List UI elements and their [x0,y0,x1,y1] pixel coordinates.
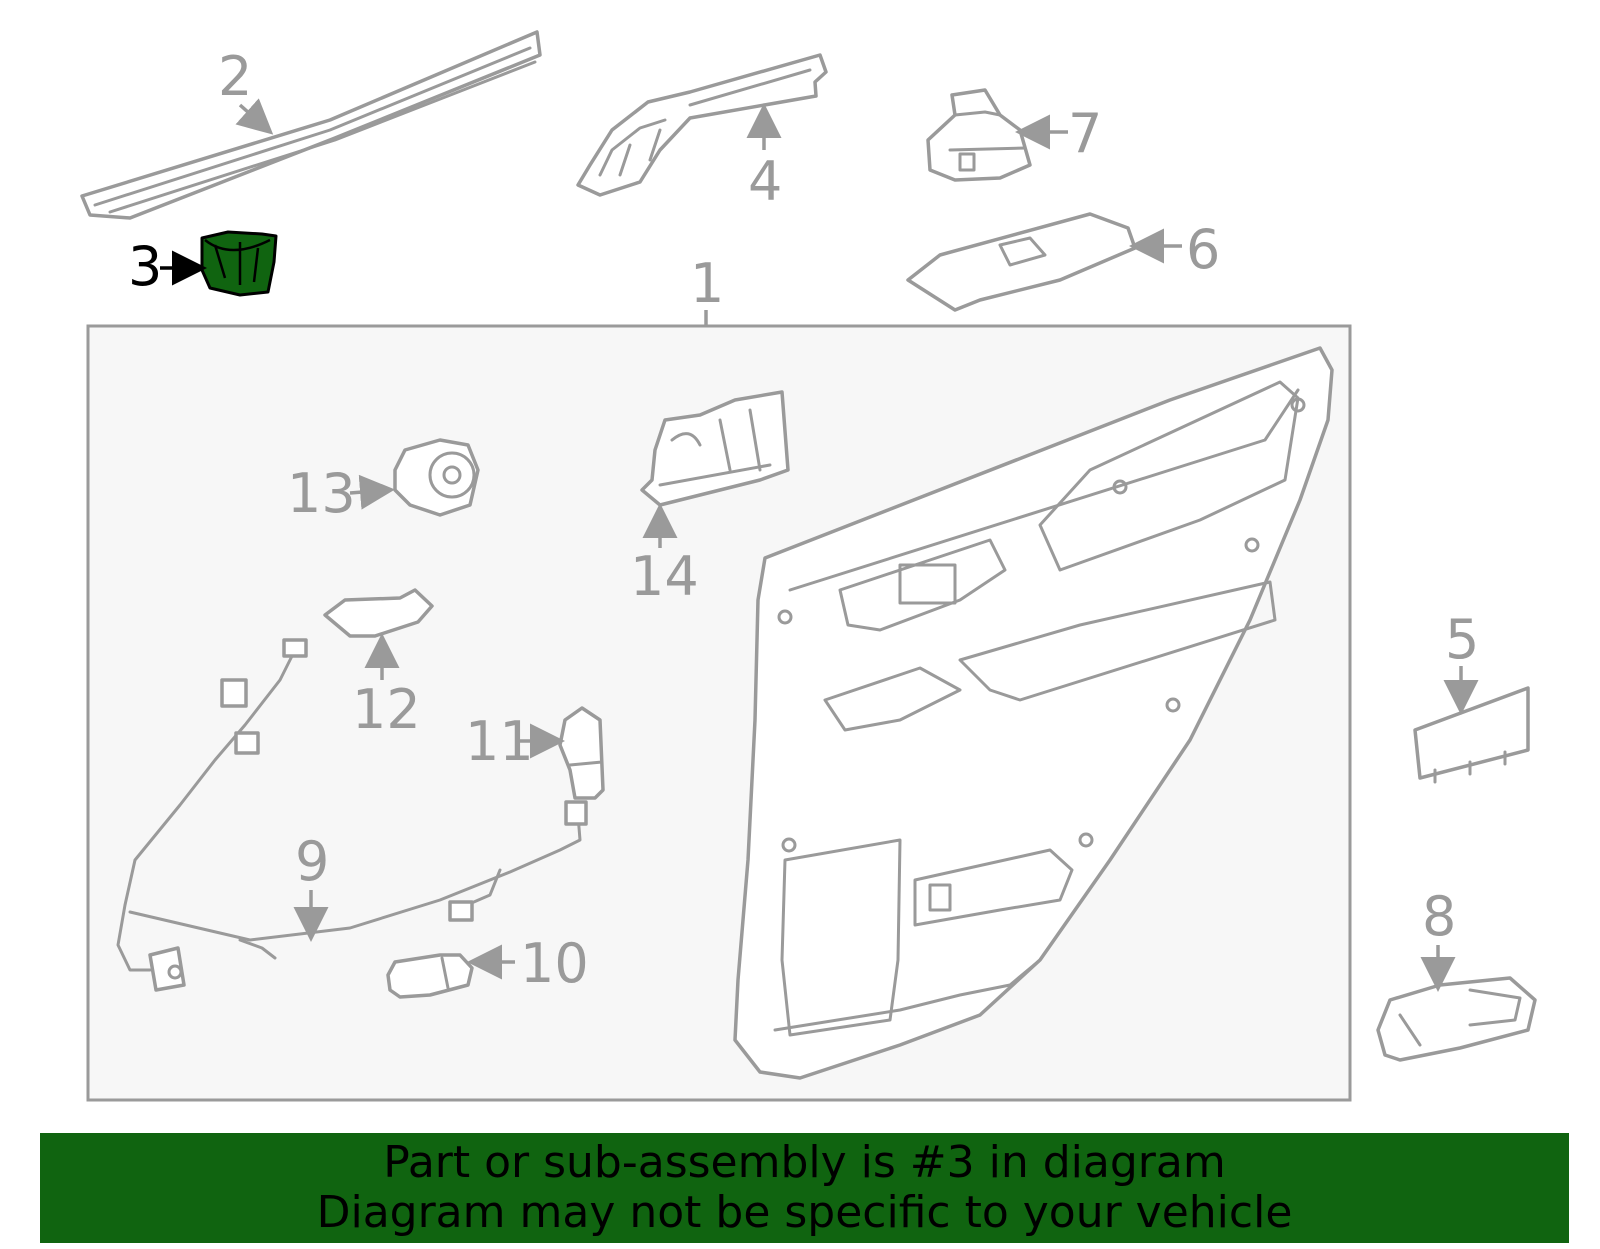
banner-line-1: Part or sub-assembly is #3 in diagram [383,1137,1226,1188]
callout-8: 8 [1422,885,1456,948]
callout-10: 10 [520,932,589,995]
part-13-speaker[interactable] [393,438,480,517]
callout-6: 6 [1186,218,1220,281]
callout-2: 2 [218,45,252,108]
callout-3: 3 [128,235,162,298]
part-2-window-run[interactable] [80,30,542,220]
callout-13: 13 [287,462,356,525]
part-12-pad[interactable] [323,588,434,638]
callout-7: 7 [1068,102,1102,165]
callout-1: 1 [690,252,724,315]
info-banner: Part or sub-assembly is #3 in diagram Di… [40,1133,1569,1243]
callout-5: 5 [1445,608,1479,671]
part-7-switch[interactable] [926,88,1032,182]
part-9-wire-harness[interactable] [116,638,588,992]
part-5-cover[interactable] [1413,686,1530,784]
part-4-regulator[interactable] [576,53,828,197]
part-1-door-trim-panel[interactable] [733,346,1334,1080]
callout-12: 12 [352,678,421,741]
callout-14: 14 [630,545,699,608]
callout-9: 9 [295,830,329,893]
part-8-handle-bezel[interactable] [1376,976,1537,1062]
part-14-inside-handle[interactable] [640,390,790,507]
part-3-clip-highlighted[interactable] [200,230,278,297]
part-6-switch-bezel[interactable] [906,212,1137,312]
callout-4: 4 [748,150,782,213]
banner-line-2: Diagram may not be specific to your vehi… [316,1187,1293,1238]
